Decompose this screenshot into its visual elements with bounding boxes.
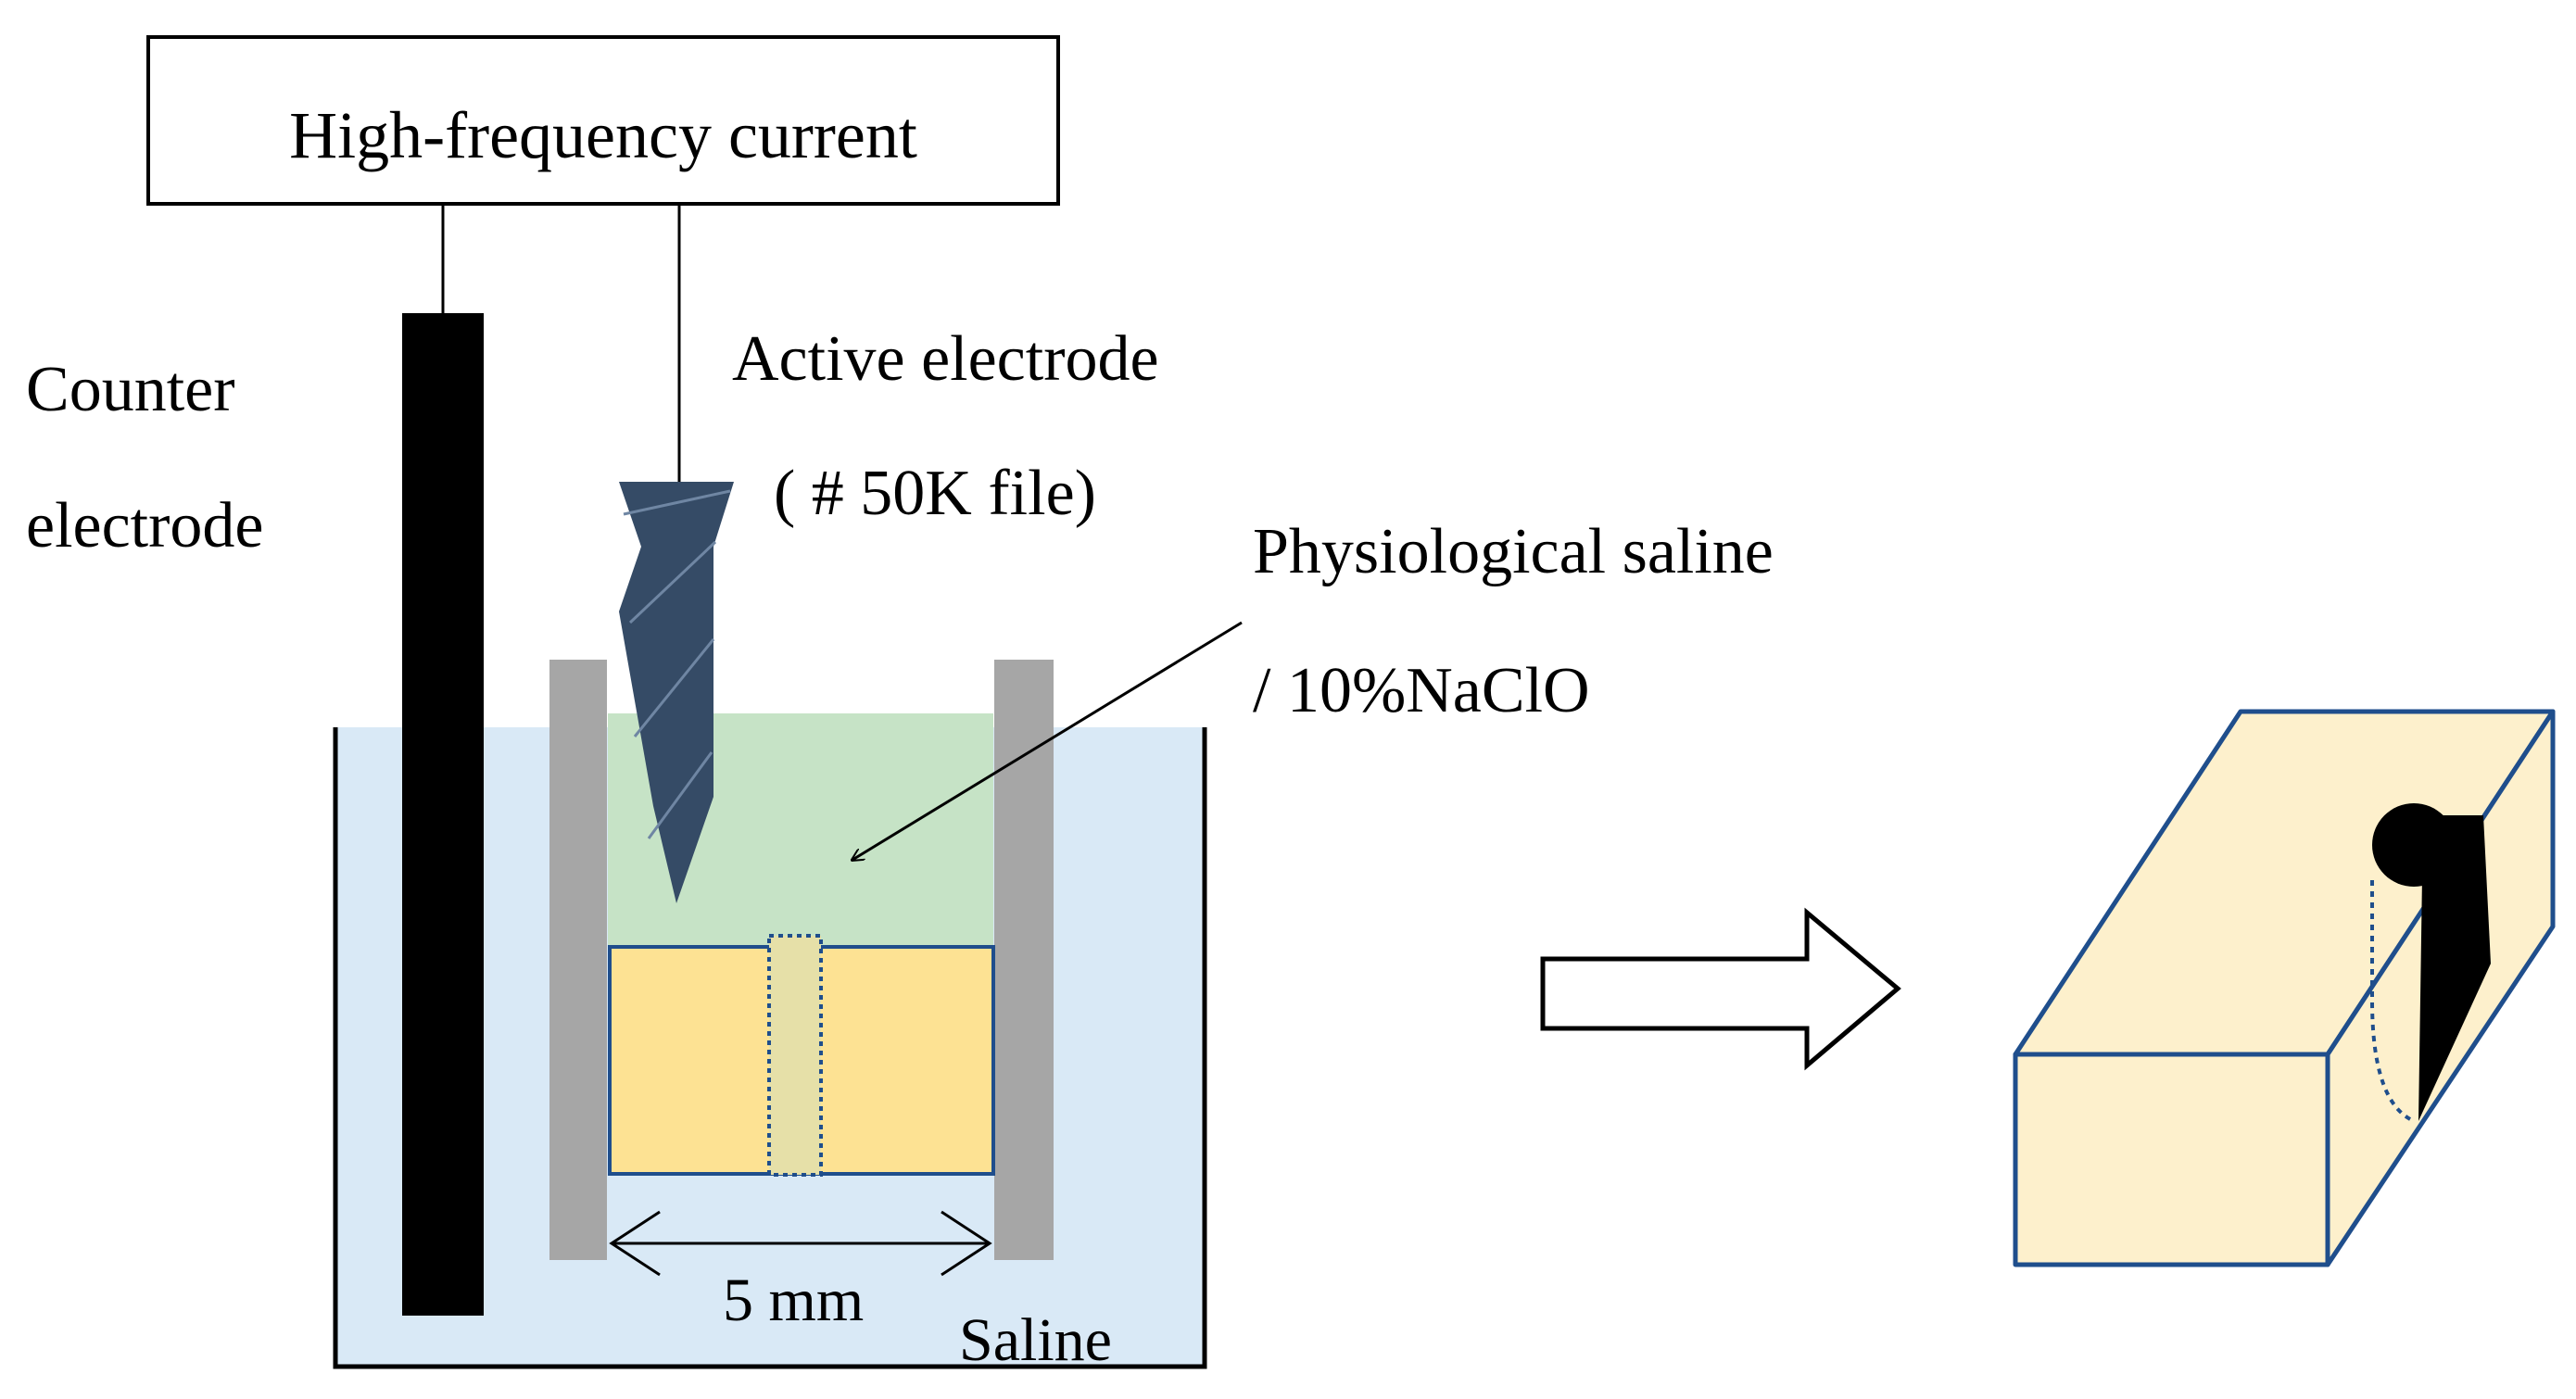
solution-label-line2: / 10%NaClO: [1253, 655, 1590, 726]
dimension-label: 5 mm: [723, 1267, 864, 1334]
solution-pointer-arrow: [852, 621, 1243, 860]
solution-label-line1: Physiological saline: [1253, 516, 1774, 587]
saline-bath-outline: [333, 727, 1207, 1369]
transition-arrow: [1540, 907, 1901, 1071]
root-canal-channel: [767, 934, 823, 1177]
active-electrode-file: [619, 482, 734, 903]
left-wall: [549, 660, 607, 1260]
power-source-label: High-frequency current: [289, 98, 917, 172]
result-canal-groove: [2418, 815, 2491, 1121]
dimension-arrow-right-head: [941, 1210, 992, 1277]
result-canal-opening: [2372, 803, 2456, 887]
counter-electrode-label-line1: Counter: [26, 354, 235, 425]
active-electrode-label-line1: Active electrode: [732, 323, 1159, 395]
active-electrode-label-line2: ( # 50K file): [774, 458, 1096, 529]
file-flutes: [623, 489, 731, 839]
counter-electrode: [402, 313, 484, 1316]
bath-label: Saline: [959, 1306, 1112, 1374]
counter-electrode-label-line2: electrode: [26, 490, 263, 561]
right-wall: [994, 660, 1054, 1260]
result-block-front-face: [2013, 1052, 2330, 1267]
dimension-arrow-left-head: [609, 1210, 661, 1277]
power-source-box: [146, 35, 1060, 206]
